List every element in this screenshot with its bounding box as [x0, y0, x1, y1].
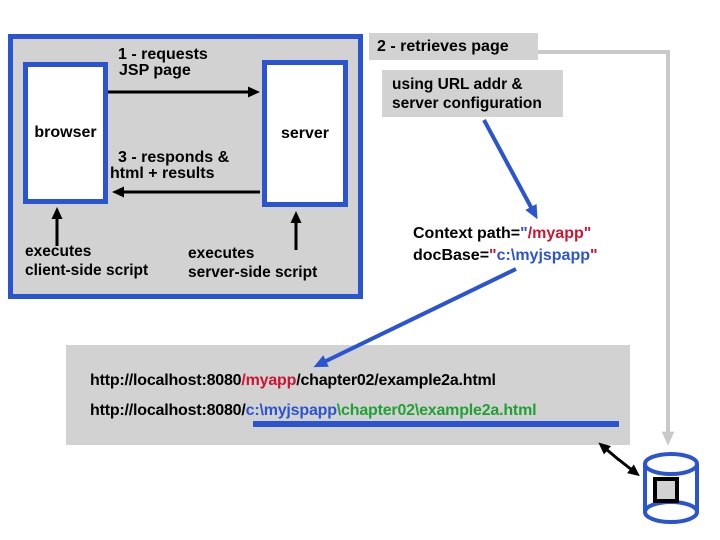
server-box: server: [262, 60, 348, 207]
docbase-close-quote: ": [590, 247, 598, 264]
context-path-open-quote: ": [520, 225, 528, 242]
url-line-2: http://localhost:8080/c:\myjspapp\chapte…: [90, 402, 537, 420]
browser-box: browser: [23, 62, 108, 204]
server-exec-line2: server-side script: [188, 264, 318, 281]
url1-resource-path: /chapter02/example2a.html: [296, 372, 496, 389]
docbase-value: c:\myjspapp: [496, 247, 590, 264]
url1-host: http://localhost:8080: [90, 372, 242, 389]
config-note-line2: server configuration: [392, 95, 542, 112]
response-label-line1: 3 - responds &: [118, 149, 230, 166]
cylinder-body: [645, 464, 697, 512]
url-line-1: http://localhost:8080/myapp/chapter02/ex…: [90, 372, 496, 390]
client-exec-line2: client-side script: [25, 262, 149, 279]
url-db-double-arrow-upper: [598, 442, 620, 462]
cylinder-top-ellipse: [643, 452, 699, 476]
server-exec-line1: executes: [188, 245, 255, 262]
url-panel: [66, 345, 630, 445]
context-path-line: Context path="/myapp": [413, 223, 598, 245]
config-note-line1: using URL addr &: [392, 76, 523, 93]
url2-resource-path: \chapter02\example2a.html: [336, 402, 537, 419]
url2-host: http://localhost:8080/: [90, 402, 246, 419]
docbase-line: docBase="c:\myjspapp": [413, 245, 598, 267]
url-highlight-underline: [253, 421, 619, 427]
config-to-context-arrow: [482, 119, 538, 220]
cylinder-bottom-ellipse: [643, 500, 699, 524]
retrieves-note-label: 2 - retrieves page: [377, 38, 509, 55]
request-label-line1: 1 - requests: [118, 46, 208, 63]
url2-docbase-path: c:\myjspapp: [245, 402, 337, 419]
retrieves-note-box: [369, 33, 538, 60]
url1-context-path: /myapp: [241, 372, 297, 389]
server-label: server: [280, 124, 330, 142]
context-path-value: /myapp": [527, 225, 592, 242]
config-note-box: [382, 70, 563, 117]
client-exec-line1: executes: [25, 243, 92, 260]
context-path-note: Context path="/myapp" docBase="c:\myjspa…: [413, 223, 598, 267]
request-label-line2: JSP page: [119, 62, 191, 79]
browser-label: browser: [34, 124, 97, 141]
page-square-icon: [653, 477, 679, 503]
docbase-open-quote: ": [489, 247, 497, 264]
response-label-line2: html + results: [110, 165, 215, 182]
docbase-prefix: docBase=: [413, 247, 490, 264]
context-path-prefix: Context path=: [413, 225, 521, 242]
database-cylinder-icon: [643, 452, 699, 524]
url-db-double-arrow-lower: [617, 457, 640, 477]
